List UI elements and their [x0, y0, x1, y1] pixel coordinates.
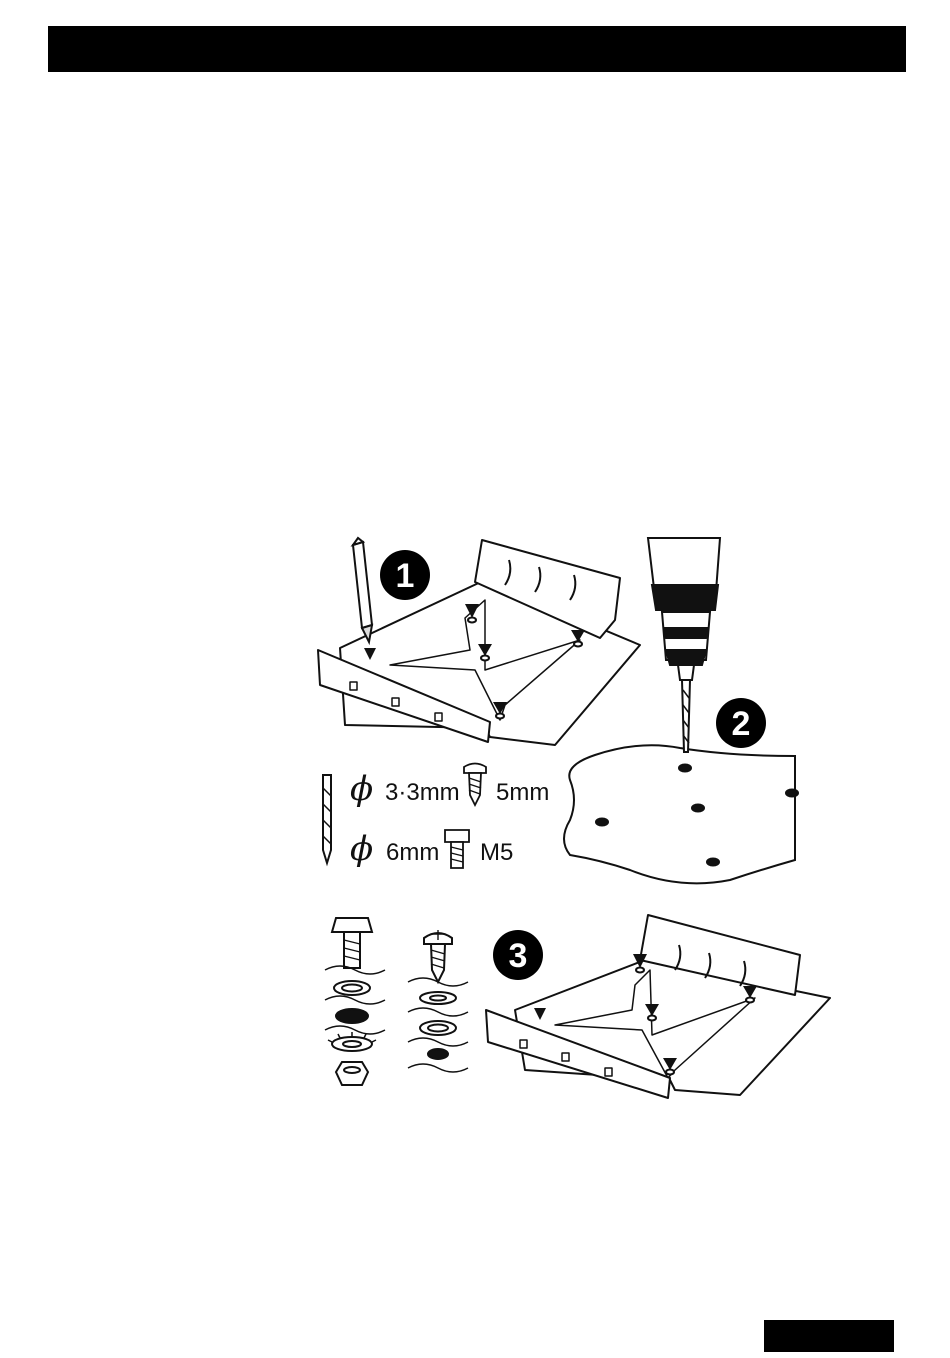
- step-2-number: 2: [732, 705, 751, 743]
- step-3-badge: 3: [493, 930, 543, 980]
- bolt-fixing-stack: [325, 918, 385, 1085]
- self-tapping-screw-icon: [464, 764, 486, 806]
- bolt-icon: [445, 830, 469, 868]
- mounting-illustration: 1 2: [300, 530, 840, 1105]
- step-1-badge: 1: [380, 550, 430, 600]
- screw-fixing-stack: [408, 930, 468, 1072]
- step-3-number: 3: [509, 937, 528, 975]
- footer-tab: [764, 1320, 894, 1352]
- header-bar: [48, 26, 906, 72]
- step-2-panel: [564, 745, 798, 883]
- pencil-icon: [353, 538, 372, 642]
- drill-bit-icon: [323, 775, 331, 863]
- screw-size-2: M5: [480, 839, 513, 866]
- drill-size-1: 3·3mm: [385, 779, 460, 806]
- step-2-badge: 2: [716, 698, 766, 748]
- diameter-symbol-1: ϕ: [350, 769, 373, 809]
- step-1-number: 1: [396, 557, 415, 595]
- drill-icon: [648, 538, 720, 752]
- drill-size-2: 6mm: [386, 839, 439, 866]
- diameter-symbol-2: ϕ: [350, 829, 373, 869]
- screw-size-1: 5mm: [496, 779, 549, 806]
- installation-diagram: 1 2: [300, 530, 840, 1105]
